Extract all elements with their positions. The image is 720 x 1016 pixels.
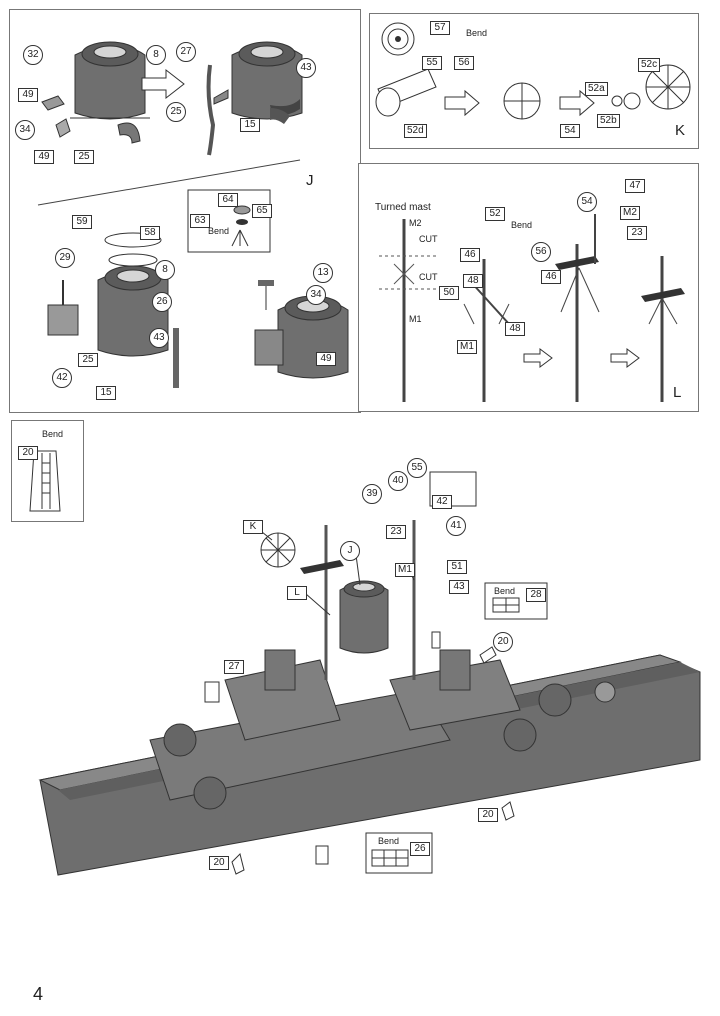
page-number: 4: [33, 984, 44, 1004]
part-49-lower: 49: [316, 352, 336, 366]
part-23-l: 23: [627, 226, 647, 240]
bend-label-j: Bend: [208, 226, 230, 236]
part-49b: 49: [34, 150, 54, 164]
part-59: 59: [72, 215, 92, 229]
part-m2-l: M2: [620, 206, 640, 220]
step-j-callout: J: [340, 541, 360, 561]
part-42: 42: [52, 368, 72, 388]
part-20-panel: 20: [18, 446, 38, 460]
part-m1-l: M1: [457, 340, 477, 354]
part-55: 55: [407, 458, 427, 478]
part-43: 43: [449, 580, 469, 594]
part-34-lower: 34: [306, 285, 326, 305]
part-34: 34: [15, 120, 35, 140]
step-j-panel: 32 8 27 49 34 25 49 25 15 43 25 J 59 58 …: [9, 9, 361, 413]
part-8-lower: 8: [155, 260, 175, 280]
part-27: 27: [224, 660, 244, 674]
step-j-letter: J: [306, 172, 314, 189]
part-48-l-b: 48: [505, 322, 525, 336]
part-63: 63: [190, 214, 210, 228]
bend-label-20: Bend: [42, 429, 64, 439]
part-51: 51: [447, 560, 467, 574]
part-50-l: 50: [439, 286, 459, 300]
step-20-panel: Bend 20: [11, 420, 84, 522]
part-64: 64: [218, 193, 238, 207]
step-k-callout: K: [243, 520, 263, 534]
part-29: 29: [55, 248, 75, 268]
part-23: 23: [386, 525, 406, 539]
part-42: 42: [432, 495, 452, 509]
part-15-lower: 15: [96, 386, 116, 400]
part-54-l: 54: [577, 192, 597, 212]
part-25-lower: 25: [78, 353, 98, 367]
part-41: 41: [446, 516, 466, 536]
mast-m2-label: M2: [409, 218, 422, 228]
step-k-drawing: [375, 22, 691, 120]
bend-label-26: Bend: [378, 836, 400, 846]
part-28: 28: [526, 588, 546, 602]
part-25: 25: [166, 102, 186, 122]
mast-m1-label: M1: [409, 314, 422, 324]
step-l-letter: L: [673, 384, 682, 401]
part-26: 26: [152, 292, 172, 312]
part-15: 15: [240, 118, 260, 132]
cut-label-1: CUT: [419, 234, 438, 244]
part-49: 49: [18, 88, 38, 102]
part-39: 39: [362, 484, 382, 504]
cut-label-2: CUT: [419, 272, 438, 282]
part-46-l: 46: [541, 270, 561, 284]
part-47-l: 47: [625, 179, 645, 193]
part-m1: M1: [395, 563, 415, 577]
part-52b: 52b: [597, 114, 620, 128]
part-26: 26: [410, 842, 430, 856]
part-52d: 52d: [404, 124, 427, 138]
step-k-letter: K: [675, 122, 686, 139]
turned-mast-title: Turned mast: [375, 202, 431, 213]
part-52a: 52a: [585, 82, 608, 96]
part-20-bottom: 20: [209, 856, 229, 870]
part-43: 43: [296, 58, 316, 78]
part-32: 32: [23, 45, 43, 65]
part-8: 8: [146, 45, 166, 65]
bend-label-28: Bend: [494, 586, 516, 596]
part-20-top: 20: [493, 632, 513, 652]
step-20-drawing: [29, 450, 61, 512]
part-56: 56: [454, 56, 474, 70]
step-l-callout: L: [287, 586, 307, 600]
part-58: 58: [140, 226, 160, 240]
part-52-l: 52: [485, 207, 505, 221]
step-j-drawing: [37, 41, 349, 388]
part-25b: 25: [74, 150, 94, 164]
part-43-lower: 43: [149, 328, 169, 348]
bend-label-k: Bend: [466, 28, 488, 38]
bend-label-l: Bend: [511, 220, 533, 230]
part-20-right: 20: [478, 808, 498, 822]
part-55: 55: [422, 56, 442, 70]
part-27: 27: [176, 42, 196, 62]
step-l-panel: Turned mast M2 CUT CUT M1 52 Bend 54 47 …: [358, 163, 699, 412]
step-l-drawing: [379, 214, 685, 402]
part-48-l: 48: [463, 274, 483, 288]
part-65: 65: [252, 204, 272, 218]
step-k-panel: 57 Bend 55 56 52c 52a 52b 52d 54 K: [369, 13, 699, 149]
part-40: 40: [388, 471, 408, 491]
part-56-l: 56: [531, 242, 551, 262]
part-46-l-b: 46: [460, 248, 480, 262]
part-57: 57: [430, 21, 450, 35]
part-13: 13: [313, 263, 333, 283]
part-52c: 52c: [638, 58, 661, 72]
part-54: 54: [560, 124, 580, 138]
